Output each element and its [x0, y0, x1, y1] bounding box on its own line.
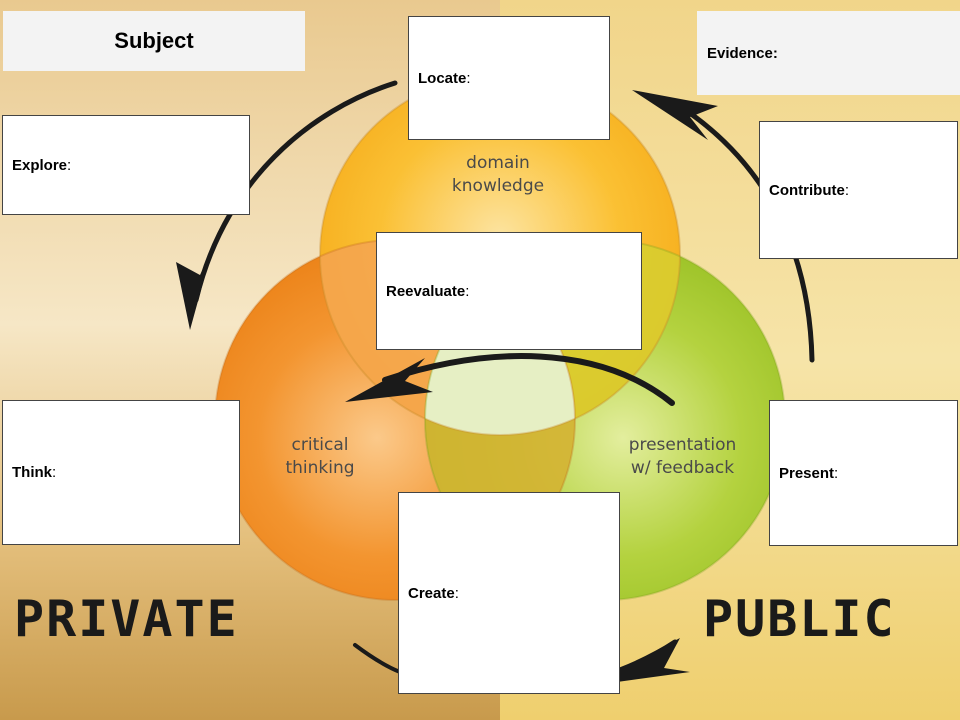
- subject-title-box[interactable]: Subject: [3, 11, 305, 71]
- public-label: PUBLIC: [703, 590, 896, 648]
- subject-title: Subject: [114, 28, 194, 53]
- present-label: Present: [779, 464, 835, 482]
- reevaluate-box[interactable]: Reevaluate:: [376, 232, 642, 350]
- think-label: Think: [12, 464, 52, 481]
- locate-label: Locate: [418, 69, 467, 87]
- locate-box[interactable]: Locate:: [408, 16, 610, 140]
- create-label: Create: [408, 584, 455, 602]
- explore-label: Explore: [12, 156, 68, 174]
- contribute-label: Contribute: [769, 181, 845, 199]
- evidence-box[interactable]: Evidence:: [697, 11, 960, 95]
- create-box[interactable]: Create:: [398, 492, 620, 694]
- present-box[interactable]: Present:: [769, 400, 958, 546]
- explore-arrow-head: [176, 250, 212, 330]
- think-box[interactable]: Think:: [2, 400, 240, 545]
- private-label: PRIVATE: [14, 590, 239, 648]
- evidence-label: Evidence:: [707, 44, 778, 62]
- explore-box[interactable]: Explore:: [2, 115, 250, 215]
- contribute-arrow-head: [632, 90, 718, 140]
- contribute-box[interactable]: Contribute:: [759, 121, 958, 259]
- reevaluate-arrow-head: [345, 358, 433, 402]
- reevaluate-label: Reevaluate: [386, 282, 466, 300]
